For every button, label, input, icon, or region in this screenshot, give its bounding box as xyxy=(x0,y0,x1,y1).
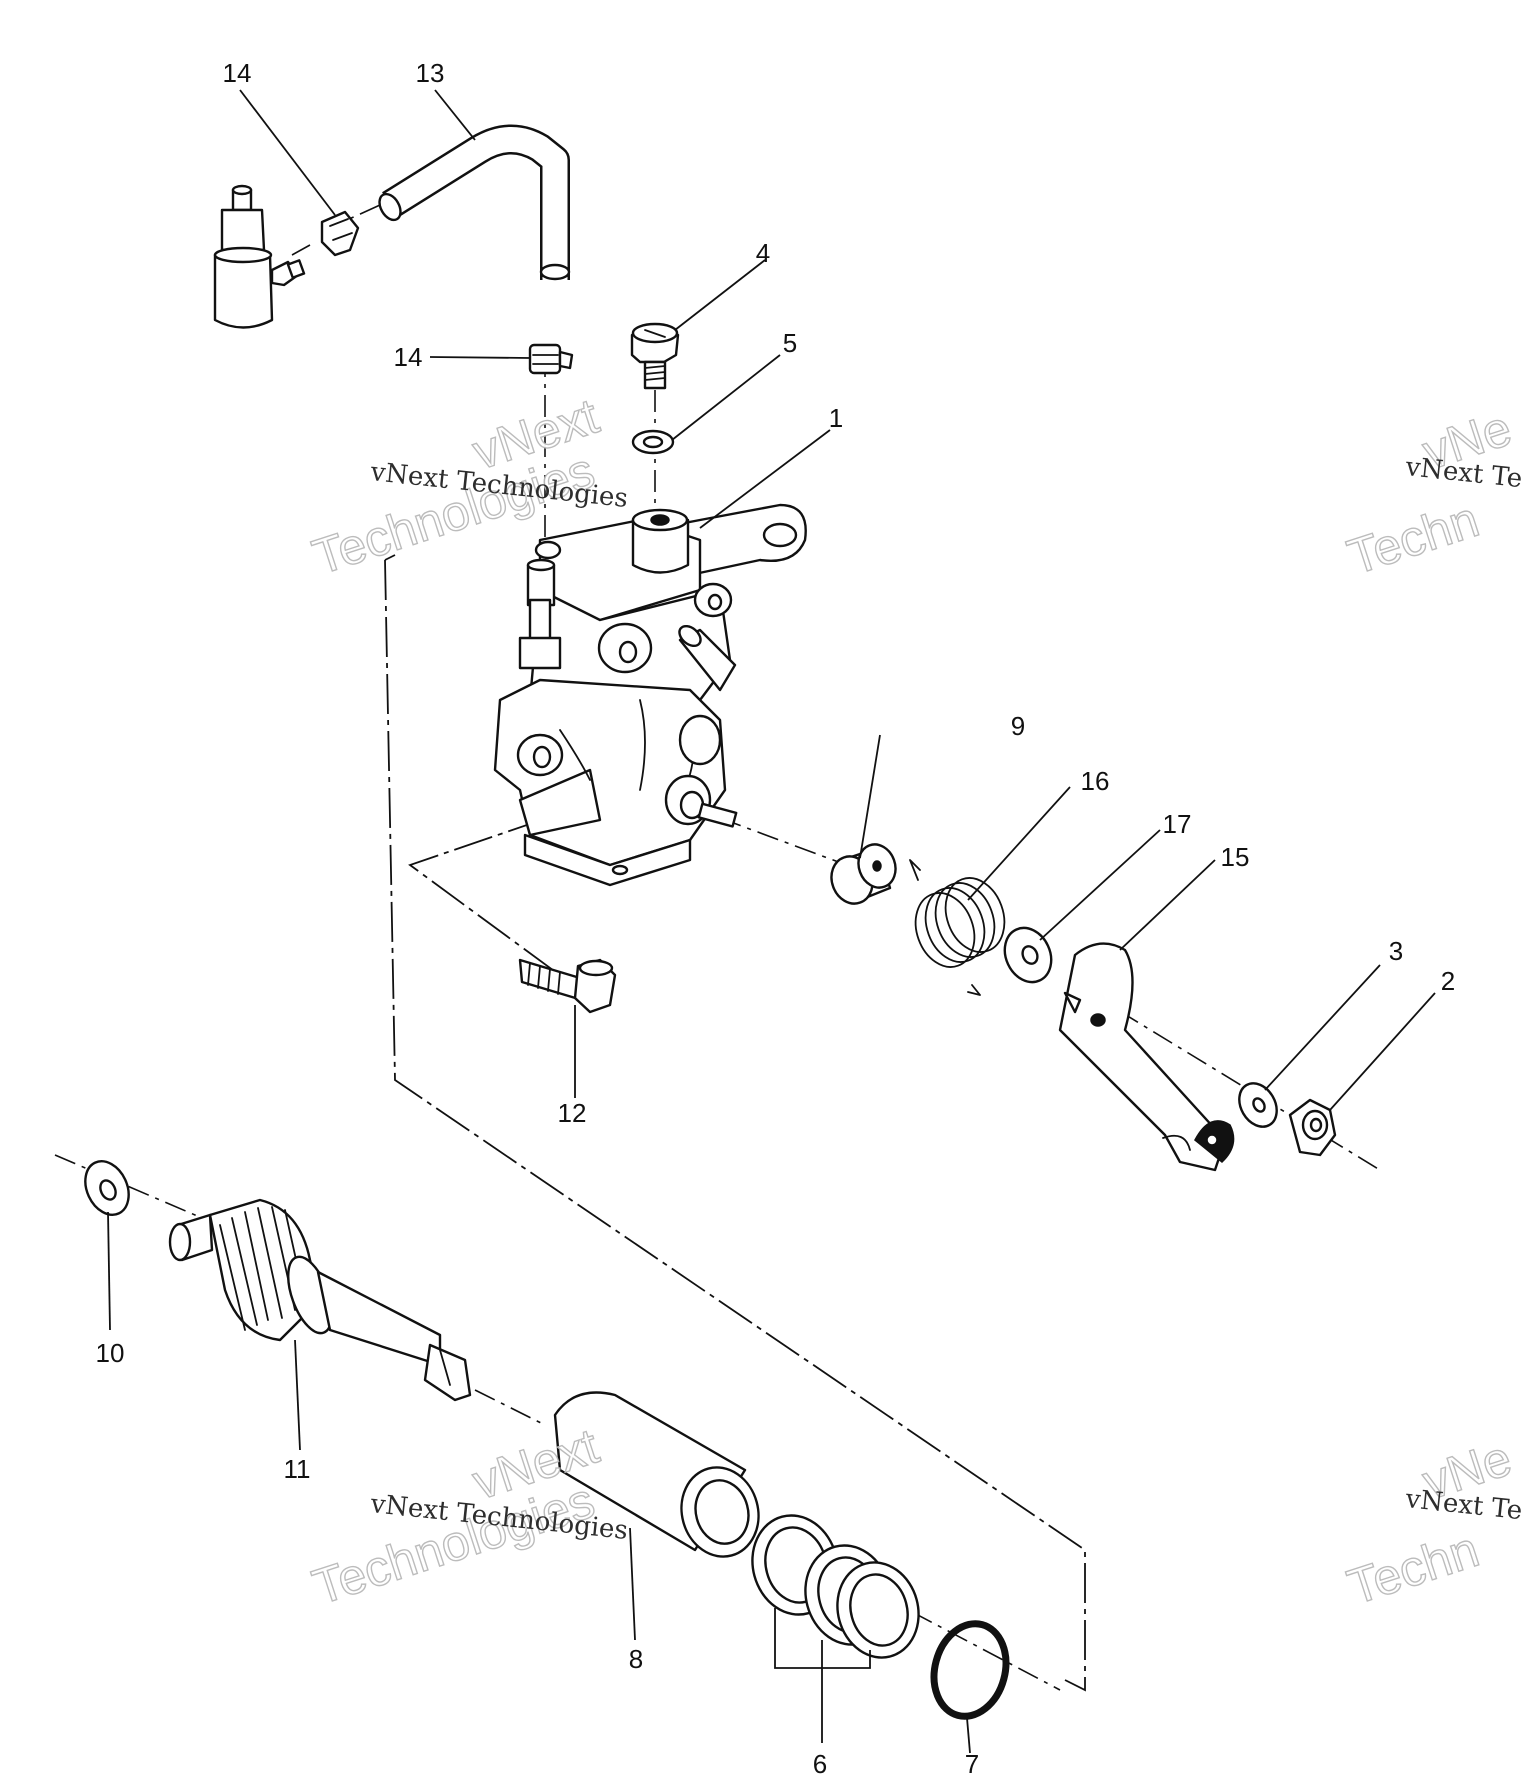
hose-clip-upper xyxy=(320,210,360,257)
watermark-edge-bottom-2: Techn xyxy=(1341,1521,1485,1615)
return-spring xyxy=(909,859,1006,996)
snap-ring xyxy=(930,1620,1010,1720)
callout-3: 3 xyxy=(1389,936,1403,966)
watermark-edge-line: vNext Te xyxy=(1403,452,1523,494)
sealing-washer xyxy=(631,429,675,455)
callout-4: 4 xyxy=(756,238,770,268)
hose-clip-lower xyxy=(528,343,574,375)
callout-11: 11 xyxy=(284,1454,311,1484)
callout-16: 16 xyxy=(1081,766,1110,796)
callout-1: 1 xyxy=(829,403,843,433)
oil-hose xyxy=(378,124,571,281)
watermark-big-bottom-2: Technologies xyxy=(306,1472,601,1615)
callout-6: 6 xyxy=(813,1749,827,1779)
drive-gear-shaft xyxy=(168,1198,472,1402)
bearing-sleeve xyxy=(553,1391,760,1558)
callout-17: 17 xyxy=(1163,809,1192,839)
callout-14-upper: 14 xyxy=(223,58,252,88)
callout-15: 15 xyxy=(1221,842,1250,872)
callout-labels: 1 2 3 4 5 6 7 8 9 10 11 12 13 14 14 15 1… xyxy=(96,58,1456,1779)
oil-pump-body xyxy=(493,503,807,887)
collar xyxy=(830,843,897,905)
hose-fitting xyxy=(213,184,306,329)
watermark-right-top: vNe Techn vNext Te xyxy=(1340,399,1523,586)
watermark-center-bottom: vNext Technologies vNext Technologies xyxy=(305,1417,629,1616)
mounting-bolt xyxy=(518,958,617,1014)
leader-lines xyxy=(107,89,1436,1754)
watermark-right-bottom: vNe Techn vNext Te xyxy=(1340,1429,1523,1616)
lock-washer xyxy=(1238,1082,1278,1128)
callout-5: 5 xyxy=(783,328,797,358)
shim-set xyxy=(751,1514,920,1659)
hex-nut xyxy=(1288,1098,1337,1157)
callout-7: 7 xyxy=(965,1749,979,1779)
callout-10: 10 xyxy=(96,1338,125,1368)
callout-2: 2 xyxy=(1441,966,1455,996)
callout-14-lower: 14 xyxy=(394,342,423,372)
thrust-washer xyxy=(1003,926,1053,984)
callout-9: 9 xyxy=(1011,711,1025,741)
watermark-edge-bottom: Techn xyxy=(1341,491,1485,585)
shim-washer xyxy=(84,1160,130,1216)
banjo-bolt xyxy=(630,322,680,390)
callout-13: 13 xyxy=(416,58,445,88)
callout-12: 12 xyxy=(558,1098,587,1128)
watermark-edge-line-2: vNext Te xyxy=(1403,1484,1523,1526)
pump-lever xyxy=(1058,942,1235,1172)
callout-8: 8 xyxy=(629,1644,643,1674)
